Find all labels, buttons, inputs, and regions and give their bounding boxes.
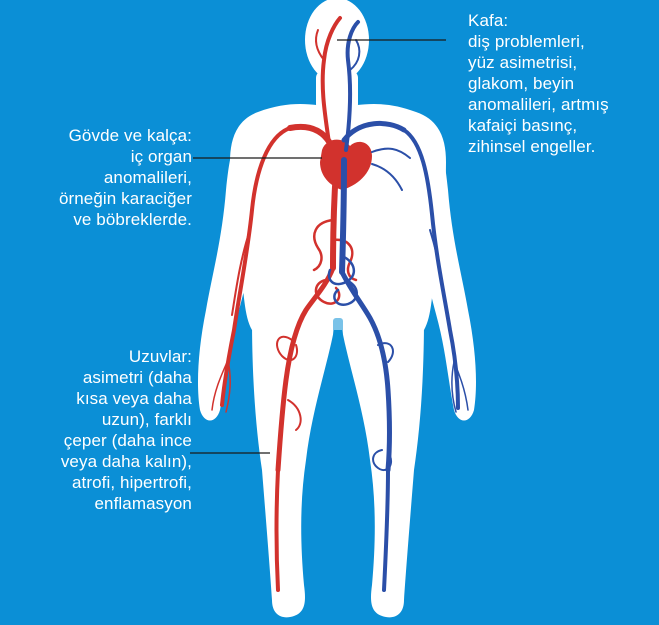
limbs-label-line: asimetri (daha [61,367,192,388]
head-label-line: zihinsel engeller. [468,136,609,157]
torso-label-line: örneğin karaciğer [59,188,192,209]
head-label-line: anomalileri, artmış [468,94,609,115]
left-leg-shape [252,318,334,617]
head-label-line: kafaiçi basınç, [468,115,609,136]
limbs-label-line: uzun), farklı [61,409,192,430]
crotch-mark [333,318,343,340]
limbs-label-line: veya daha kalın), [61,451,192,472]
torso-label: Gövde ve kalça: iç organ anomalileri, ör… [59,125,192,230]
head-shape [305,0,369,82]
limbs-label-line: enflamasyon [61,493,192,514]
head-label-line: diş problemleri, [468,31,609,52]
limbs-label: Uzuvlar: asimetri (daha kısa veya daha u… [61,346,192,514]
torso-label-line: ve böbreklerde. [59,209,192,230]
head-label: Kafa: diş problemleri, yüz asimetrisi, g… [468,10,609,157]
limbs-label-line: atrofi, hipertrofi, [61,472,192,493]
head-label-line: glakom, beyin [468,73,609,94]
head-label-line: yüz asimetrisi, [468,52,609,73]
limbs-label-line: çeper (daha ince [61,430,192,451]
torso-label-line: anomalileri, [59,167,192,188]
left-leg-artery [277,470,279,590]
head-label-title: Kafa: [468,10,609,31]
torso-label-line: iç organ [59,146,192,167]
body-silhouette [198,0,476,617]
limbs-label-line: kısa veya daha [61,388,192,409]
torso-label-title: Gövde ve kalça: [59,125,192,146]
limbs-label-title: Uzuvlar: [61,346,192,367]
